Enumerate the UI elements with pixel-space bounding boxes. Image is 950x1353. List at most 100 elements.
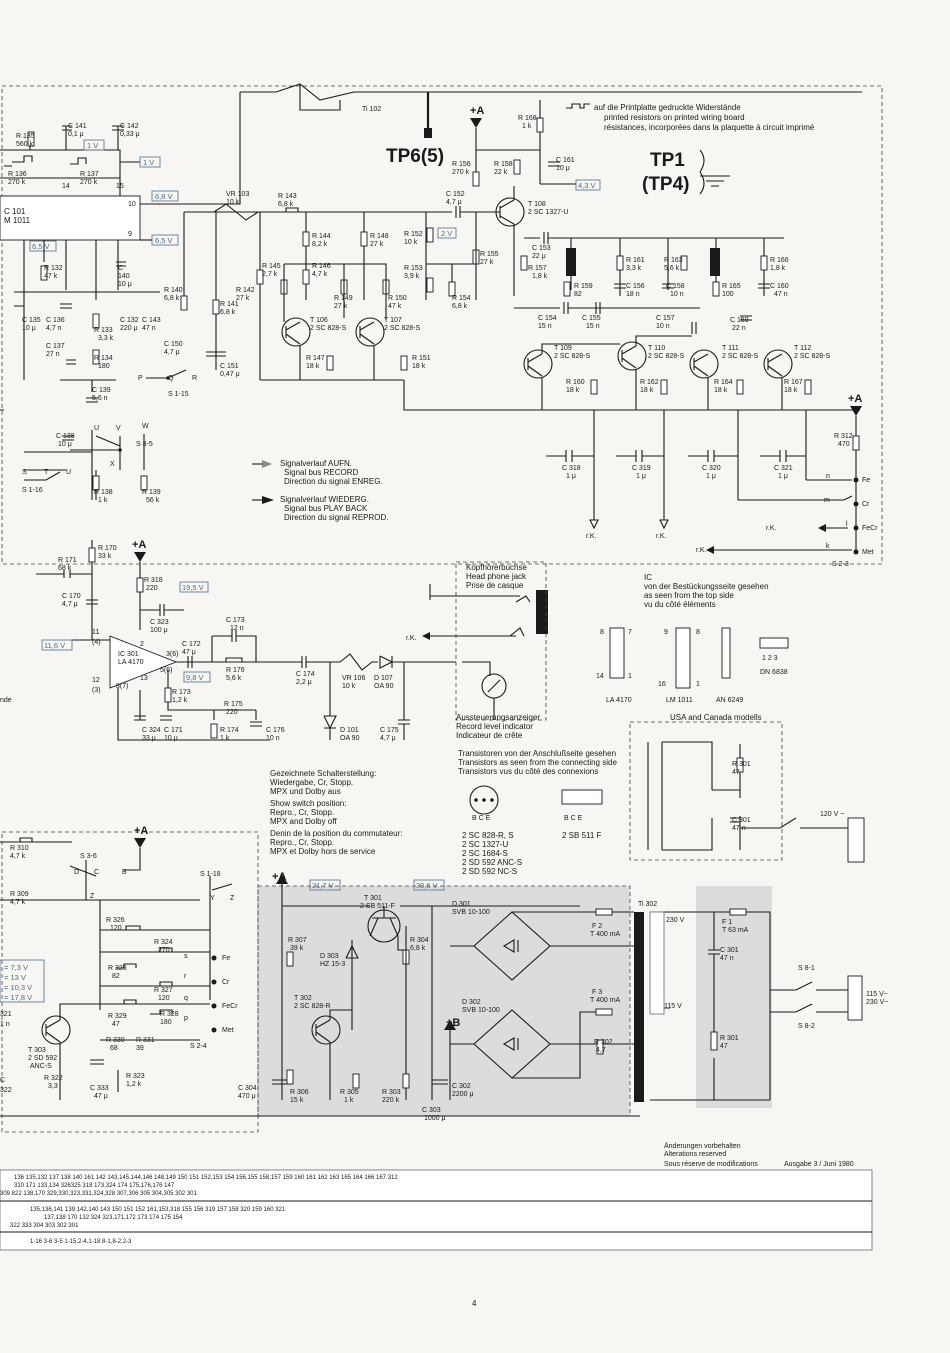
wire	[0, 1200, 872, 1233]
wire	[184, 203, 440, 221]
component-label: R 306	[290, 1089, 309, 1096]
component-label: 220	[146, 585, 158, 592]
component-label: 7	[628, 629, 632, 636]
component-symbol	[256, 269, 264, 285]
wire	[0, 409, 118, 500]
component-label: 8	[600, 629, 604, 636]
t110-symbol	[617, 341, 647, 371]
power-shade-right	[696, 886, 772, 1108]
component-symbol	[88, 547, 96, 563]
component-symbol	[360, 231, 368, 247]
component-label: 27 k	[370, 241, 384, 248]
component-label: 15	[116, 183, 124, 190]
component-symbol	[426, 227, 434, 243]
component-label: R 304	[410, 937, 429, 944]
wire	[276, 874, 288, 884]
tp6-label: TP6(5)	[386, 146, 444, 167]
component-label: R 303	[382, 1089, 401, 1096]
component-label: 4,7 k	[10, 853, 26, 860]
component-label: C 170	[62, 593, 81, 600]
component-label: 100	[722, 291, 734, 298]
component-label: 14	[596, 673, 604, 680]
component-label: HZ 15-3	[320, 961, 345, 968]
component-label: 27 k	[236, 295, 250, 302]
component-symbol	[596, 1039, 604, 1055]
node-symbol	[474, 798, 478, 802]
wire	[502, 1037, 519, 1051]
headphone-jack	[429, 584, 520, 676]
wire	[541, 335, 783, 410]
plus-a-arrow-top	[470, 118, 482, 128]
tp-brace	[699, 149, 705, 195]
component-label: 470 μ	[238, 1093, 256, 1100]
component-label: 3,3 k	[98, 335, 114, 342]
wire	[740, 817, 848, 829]
component-label: Y	[210, 895, 215, 902]
component-label: R 141	[220, 301, 239, 308]
wire	[475, 128, 540, 178]
component-label: 2	[140, 641, 144, 648]
component-label: 2 SC 1327-U	[462, 840, 508, 849]
component-label: D 302	[462, 999, 481, 1006]
component-label: S 3-5	[136, 441, 153, 448]
component-label: 6,8 V	[155, 192, 173, 201]
component-label: 120	[110, 925, 122, 932]
component-label: C 143	[142, 317, 161, 324]
component-label: 115 V~	[866, 991, 888, 998]
component-label: R 326	[106, 917, 125, 924]
component-label: VR 106	[342, 675, 365, 682]
component-label: 10 n	[670, 291, 684, 298]
component-symbol	[852, 435, 860, 451]
wire	[369, 906, 399, 937]
wire	[527, 353, 543, 377]
component-label: C 135	[22, 317, 41, 324]
component-symbol	[326, 355, 334, 371]
component-label: R 140	[164, 287, 183, 294]
component-label: LA 4170	[118, 659, 144, 666]
wire	[276, 207, 299, 213]
component-label: 10	[128, 201, 136, 208]
component-label: C 138	[56, 433, 75, 440]
component-label: T 400 mA	[590, 997, 621, 1004]
component-label: T 303	[28, 1047, 46, 1054]
wire	[397, 926, 407, 1100]
component-label: 10 k	[226, 199, 240, 206]
component-label: T	[44, 469, 49, 476]
component-label: P	[138, 375, 143, 382]
component-label: R 324	[154, 939, 173, 946]
record-arrow-icon	[262, 460, 272, 468]
component-label: 136 135,132 137 138 140 161 142 143,145,…	[14, 1175, 398, 1181]
component-symbol	[179, 581, 209, 593]
component-label: Ti 302	[638, 901, 657, 908]
component-symbol	[92, 313, 100, 329]
wire	[23, 240, 119, 380]
component-label: 270 k	[80, 179, 98, 186]
wire	[140, 92, 241, 205]
ground-symbol	[700, 175, 730, 187]
component-label: R 310	[10, 845, 29, 852]
wire	[621, 345, 637, 369]
component-label: 309 822 138,170 329,330,323,331,324,328 …	[0, 1191, 198, 1197]
component-label: 47 k	[388, 303, 402, 310]
component-label: 270 k	[452, 169, 470, 176]
component-label: 27 k	[480, 259, 494, 266]
component-label: 82	[574, 291, 582, 298]
inductor-1	[566, 248, 576, 276]
component-label: Z	[90, 893, 95, 900]
wire	[24, 471, 61, 481]
component-label: (3)	[92, 687, 101, 694]
component-label: T 63 mA	[722, 927, 749, 934]
component-label: 22 k	[494, 169, 508, 176]
component-label: C 155	[582, 315, 601, 322]
tp1-label: TP1	[650, 150, 685, 171]
component-label: 321	[0, 1011, 12, 1018]
component-symbol	[472, 171, 480, 187]
wire	[714, 430, 857, 552]
component-symbol	[729, 908, 747, 916]
component-label: Änderungen vorbehalten	[664, 1142, 741, 1150]
component-label: 39	[136, 1045, 144, 1052]
component-label: R 330	[106, 1037, 125, 1044]
component-label: 68	[110, 1045, 118, 1052]
component-label: MPX und Dolby aus	[270, 787, 341, 796]
tp6-marker	[424, 128, 432, 138]
